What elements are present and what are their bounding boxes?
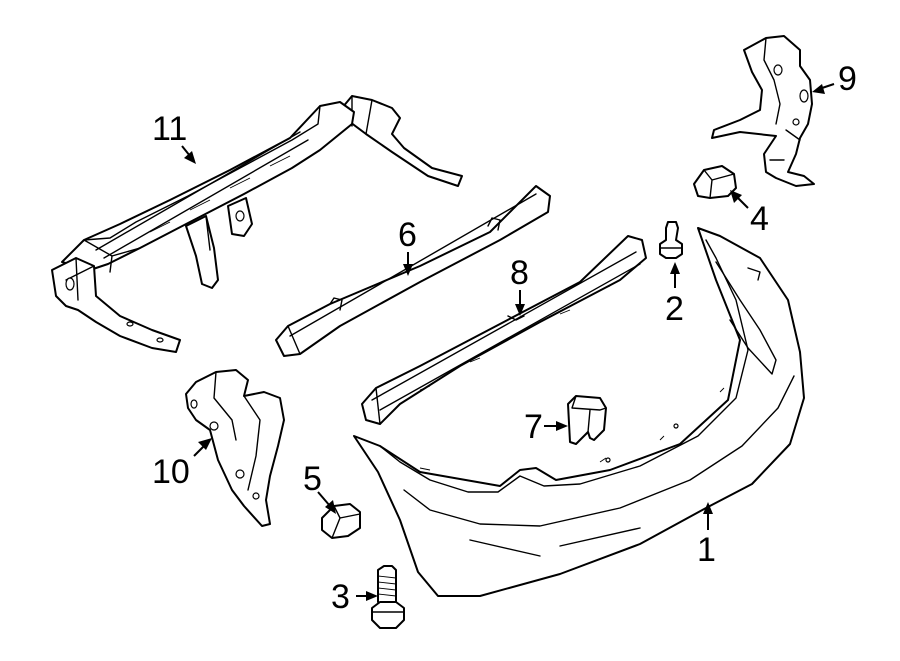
callout-8[interactable]: 8 [510,254,529,316]
callout-2[interactable]: 2 [665,262,684,328]
bumper-cover [353,227,805,597]
push-pin-retainer [659,221,683,259]
callout-11[interactable]: 11 [152,110,196,164]
callout-10[interactable]: 10 [152,438,212,491]
callout-3[interactable]: 3 [331,578,378,616]
callout-label-3: 3 [331,578,350,616]
callout-label-9: 9 [838,60,857,98]
impact-bar [51,95,463,353]
side-bracket-left [185,369,285,527]
callout-9[interactable]: 9 [812,60,857,98]
energy-absorber-lower [361,235,647,425]
callout-1[interactable]: 1 [697,502,716,569]
side-cap-left [321,503,361,539]
callout-4[interactable]: 4 [730,190,769,238]
side-cap-right [693,165,737,199]
callout-5[interactable]: 5 [303,460,336,514]
callout-label-6: 6 [398,216,417,254]
callout-label-2: 2 [665,290,684,328]
callout-label-5: 5 [303,460,322,498]
callout-label-10: 10 [152,453,190,491]
callout-7[interactable]: 7 [524,408,568,446]
callout-label-1: 1 [697,531,716,569]
callout-6[interactable]: 6 [398,216,417,276]
callout-label-7: 7 [524,408,543,446]
callout-label-11: 11 [152,110,187,148]
callout-label-8: 8 [510,254,529,292]
callout-label-4: 4 [750,200,769,238]
energy-absorber-upper [275,185,551,357]
bolt [371,565,405,629]
bracket-clip [567,395,607,445]
side-bracket-right [711,35,815,187]
